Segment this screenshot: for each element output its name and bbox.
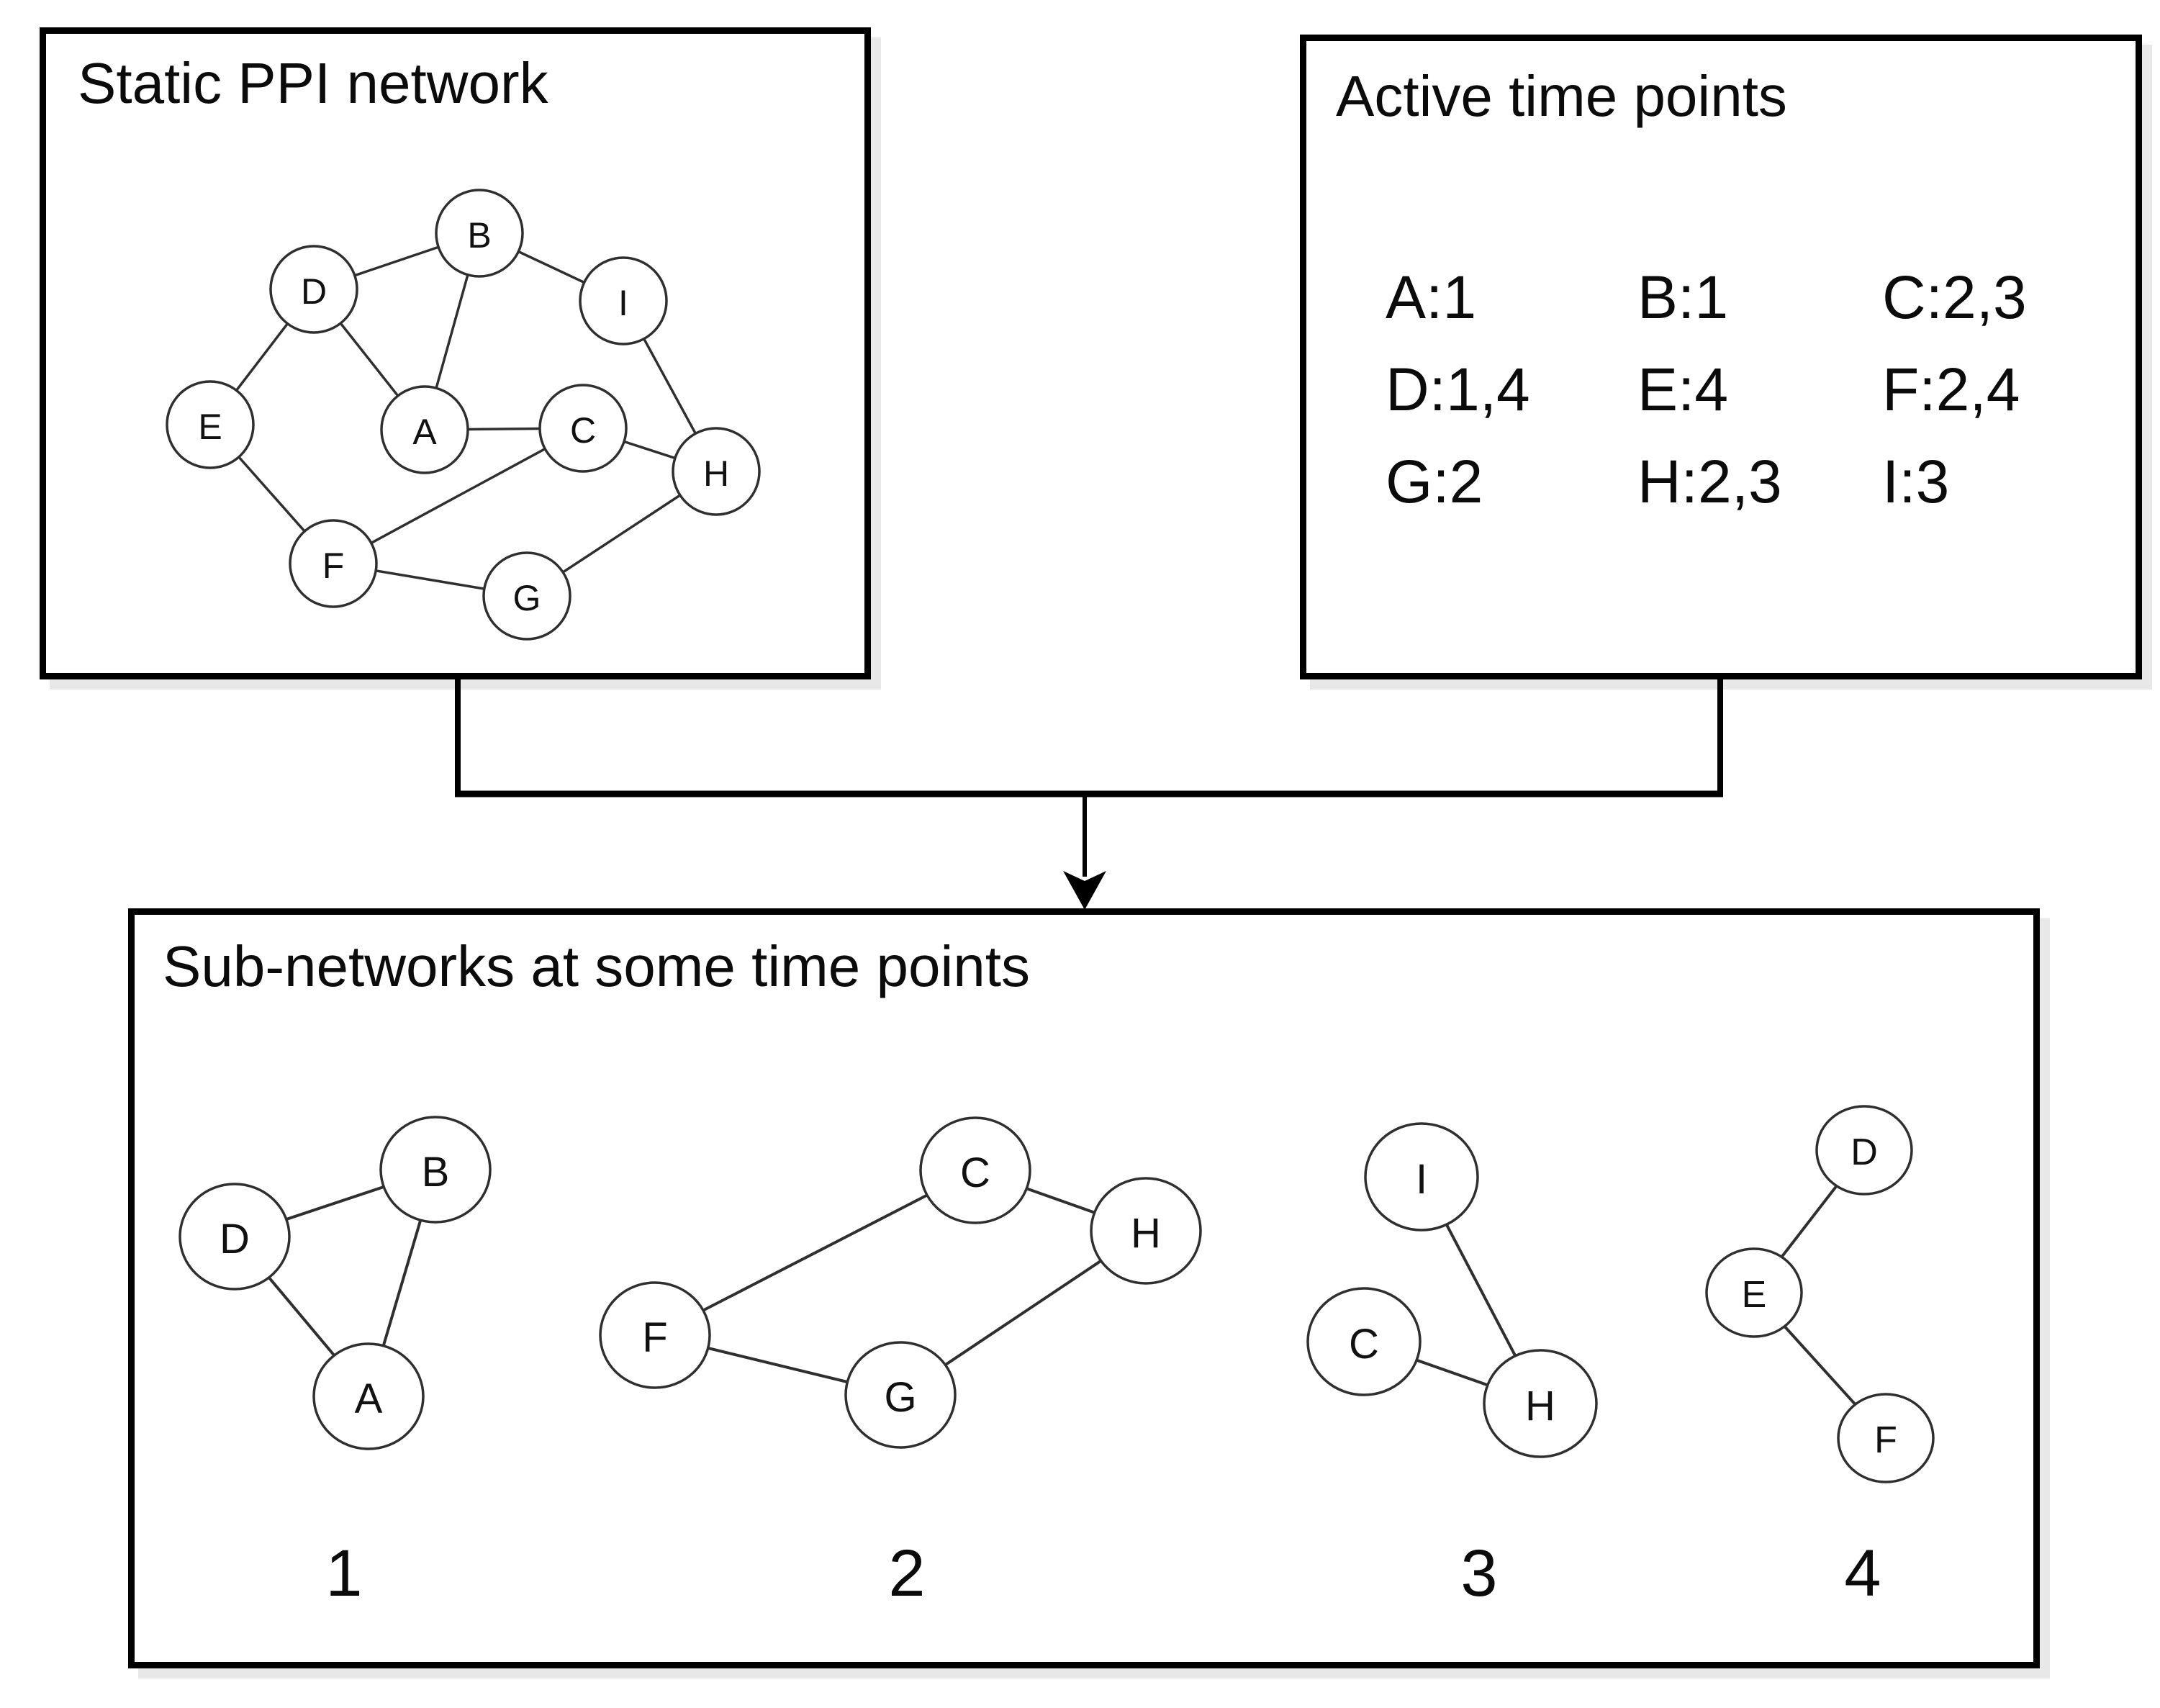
atp-entry: D:1,4	[1386, 356, 1530, 423]
static-ppi-title: Static PPI network	[78, 51, 548, 115]
panel-subnetworks	[128, 908, 2040, 1668]
atp-entry: F:2,4	[1882, 356, 2020, 423]
active-time-points-title: Active time points	[1336, 64, 1787, 128]
time-point-label-2: 2	[888, 1537, 926, 1610]
atp-entry: C:2,3	[1882, 263, 2027, 331]
active-time-points-grid: A:1 B:1 C:2,3 D:1,4 E:4 F:2,4 G:2 H:2,3 …	[1386, 251, 2027, 528]
time-point-label-3: 3	[1460, 1537, 1498, 1610]
atp-entry: E:4	[1637, 356, 1729, 423]
atp-entry: G:2	[1386, 448, 1483, 515]
atp-entry: A:1	[1386, 263, 1477, 331]
merge-connector	[455, 677, 1723, 910]
atp-entry: I:3	[1882, 448, 1950, 515]
time-point-label-1: 1	[325, 1537, 363, 1610]
subnetworks-title: Sub-networks at some time points	[163, 934, 1030, 998]
time-point-label-4: 4	[1844, 1537, 1881, 1610]
atp-entry: B:1	[1637, 263, 1729, 331]
atp-entry: H:2,3	[1637, 448, 1782, 515]
down-arrowhead-icon	[1063, 871, 1106, 910]
panel-active-time-points	[1300, 35, 2142, 679]
panel-static-ppi	[40, 27, 871, 679]
